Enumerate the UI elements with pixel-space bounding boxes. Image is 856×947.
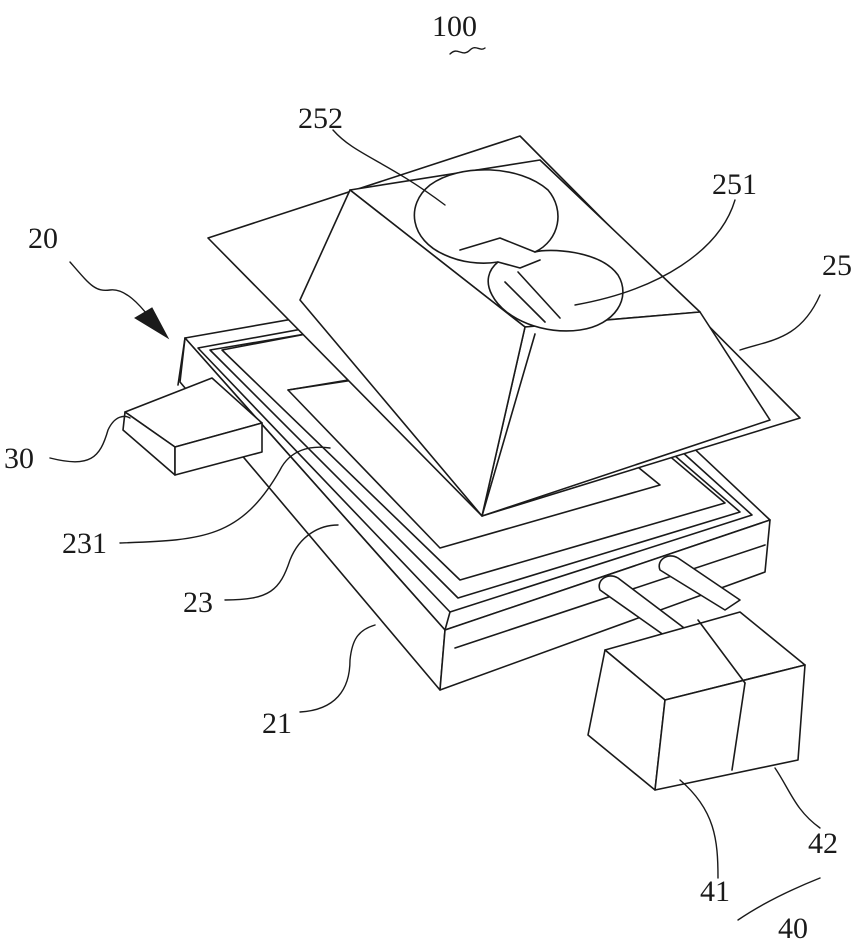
plug-assembly [588, 556, 805, 790]
label-251: 251 [712, 168, 757, 201]
label-252: 252 [298, 102, 343, 135]
label-231: 231 [62, 527, 107, 560]
label-21: 21 [262, 707, 292, 740]
module-arrow [70, 262, 168, 338]
arrowhead-icon [135, 308, 168, 338]
label-25: 25 [822, 249, 852, 282]
label-20: 20 [28, 222, 58, 255]
label-41: 41 [700, 875, 730, 908]
label-40: 40 [778, 912, 808, 945]
label-23: 23 [183, 586, 213, 619]
label-42: 42 [808, 827, 838, 860]
label-100: 100 [432, 10, 477, 43]
label-30: 30 [4, 442, 34, 475]
